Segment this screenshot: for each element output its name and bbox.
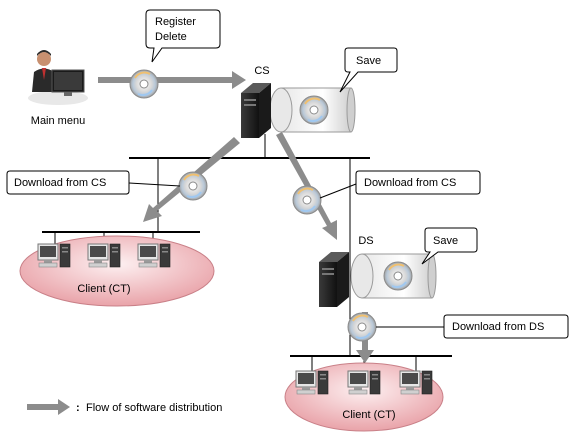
cs-server-icon <box>241 83 271 138</box>
ds-storage <box>350 253 437 299</box>
ds-label: DS <box>358 235 373 247</box>
user-at-desk-icon <box>28 50 88 105</box>
save-ds-text: Save <box>433 235 458 247</box>
legend-arrow <box>27 399 70 415</box>
network-lines <box>42 157 452 357</box>
delete-text: Delete <box>155 31 187 43</box>
client-pc-icon <box>399 370 433 395</box>
callout-download-cs-left: Download from CS <box>6 170 181 195</box>
left-client-label: Client (CT) <box>77 283 130 295</box>
cd-icon <box>347 312 377 342</box>
main-menu-label: Main menu <box>31 115 85 127</box>
cd-icon <box>383 261 413 291</box>
legend-text: Flow of software distribution <box>86 402 222 414</box>
cd-icon <box>178 171 208 201</box>
download-ds-text: Download from DS <box>452 321 544 333</box>
callout-download-ds: Download from DS <box>376 314 569 339</box>
save-cs-text: Save <box>356 55 381 67</box>
cd-icon <box>292 185 322 215</box>
register-text: Register <box>155 16 196 28</box>
callout-save-cs: Save <box>339 47 398 93</box>
client-pc-icon <box>347 370 381 395</box>
cs-storage <box>269 87 356 133</box>
callout-save-ds: Save <box>421 227 478 265</box>
client-pc-icon <box>137 243 171 268</box>
download-cs-left-text: Download from CS <box>14 177 106 189</box>
right-client-label: Client (CT) <box>342 409 395 421</box>
cs-label: CS <box>254 65 269 77</box>
cd-icon <box>129 69 159 99</box>
callout-register-delete: Register Delete <box>145 9 221 63</box>
legend: : Flow of software distribution <box>27 399 222 415</box>
client-pc-icon <box>37 243 71 268</box>
callout-download-cs-right: Download from CS <box>319 170 481 199</box>
download-cs-right-text: Download from CS <box>364 177 456 189</box>
legend-colon: : <box>76 402 80 414</box>
client-pc-icon <box>295 370 329 395</box>
arrow-mainmenu-to-cs <box>98 71 246 89</box>
client-pc-icon <box>87 243 121 268</box>
cd-icon <box>299 95 329 125</box>
ds-server-icon <box>319 252 349 307</box>
